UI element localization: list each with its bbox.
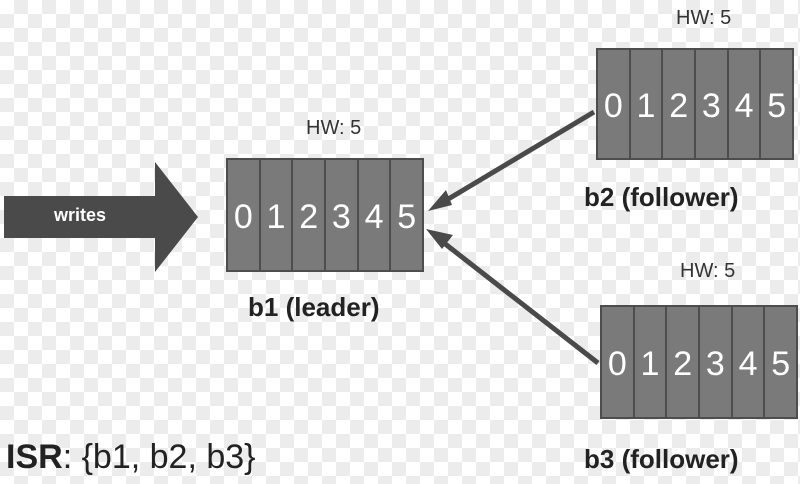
writes-label: writes (53, 205, 107, 225)
isr-value: : {b1, b2, b3} (62, 438, 256, 476)
log-cell: 2 (667, 307, 701, 417)
hw-label-b1: HW: 5 (306, 117, 362, 139)
log-cell: 5 (397, 197, 417, 236)
replication-arrow-b3 (426, 229, 600, 365)
broker-label-b2: b2 (follower) (584, 182, 739, 212)
log-cell: 4 (359, 160, 392, 270)
hw-label-b2: HW: 5 (676, 7, 732, 29)
isr-key: ISR (6, 438, 63, 476)
log-cell: 3 (696, 50, 729, 158)
broker-label-b3: b3 (follower) (584, 444, 739, 474)
hw-label-b3: HW: 5 (680, 260, 736, 282)
log-b1: 0 1 2 3 4 5 (226, 158, 424, 272)
log-cell: 3 (700, 307, 733, 417)
log-b3: 0 1 2 3 4 5 (600, 305, 798, 419)
log-cell: 1 (635, 307, 668, 417)
log-cell: 5 (767, 86, 787, 125)
log-cell: 1 (261, 160, 294, 270)
replication-arrow-b2 (428, 109, 596, 211)
isr-text: ISR: {b1, b2, b3} (6, 438, 256, 477)
log-b2: 0 1 2 3 4 5 (596, 48, 794, 160)
log-cell: 4 (733, 307, 766, 417)
log-cell: 5 (771, 344, 791, 383)
log-cell: 4 (729, 50, 762, 158)
log-cell: 1 (631, 50, 664, 158)
log-cell: 3 (326, 160, 359, 270)
log-cell: 0 (598, 50, 631, 158)
broker-label-b1: b1 (leader) (248, 292, 380, 322)
log-cell: 2 (293, 160, 327, 270)
log-cell: 2 (663, 50, 697, 158)
log-cell: 0 (228, 160, 261, 270)
log-cell: 0 (602, 307, 635, 417)
writes-arrow (4, 162, 198, 272)
